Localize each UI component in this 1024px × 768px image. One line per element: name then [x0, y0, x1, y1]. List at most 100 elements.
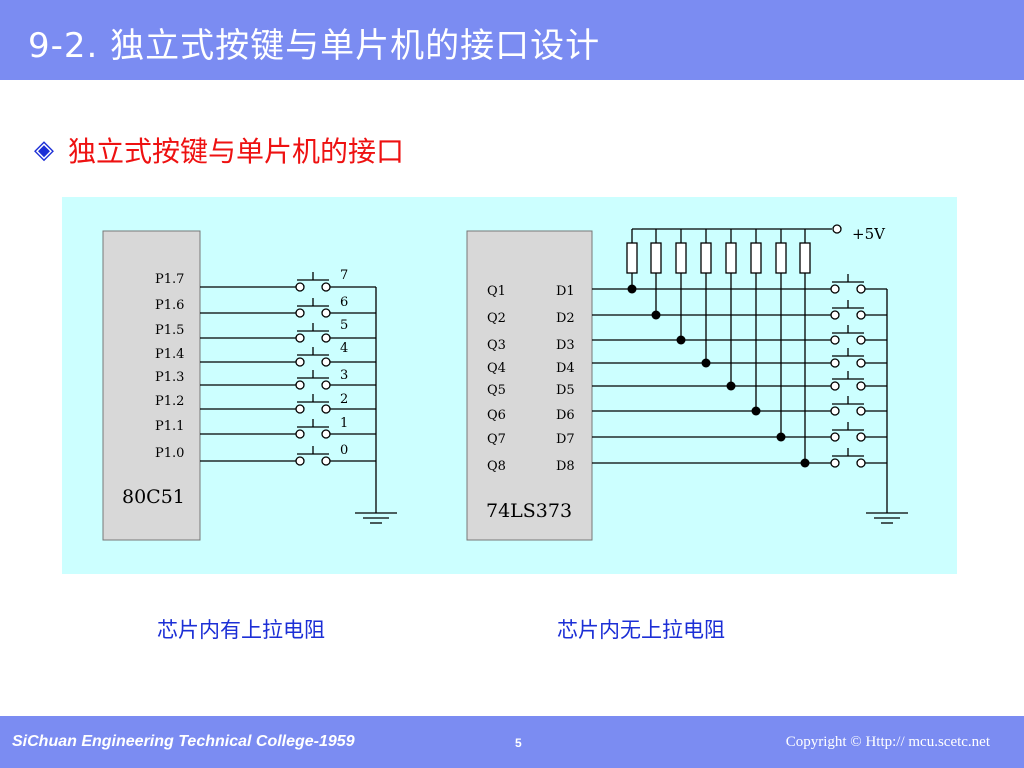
key-contact-right: [856, 335, 866, 345]
footer-college: SiChuan Engineering Technical College-19…: [12, 733, 355, 750]
junction-dot: [676, 335, 686, 345]
key-switch: [295, 323, 331, 343]
resistor-body: [626, 242, 638, 274]
junction-dot: [726, 381, 736, 391]
key-switch: [295, 347, 331, 367]
key-contact-right: [856, 458, 866, 468]
d-pin-label: D5: [556, 383, 575, 398]
key-contact-right: [856, 432, 866, 442]
key-contact-right: [321, 456, 331, 466]
key-number: 1: [340, 416, 348, 431]
key-number: 7: [340, 268, 348, 283]
resistor-body: [799, 242, 811, 274]
d-pin-label: D3: [556, 338, 575, 353]
key-contact-right: [321, 308, 331, 318]
title-bar: 9-2. 独立式按键与单片机的接口设计: [0, 0, 1024, 80]
q-pin-label: Q6: [487, 408, 506, 423]
bullet-heading: ◈ 独立式按键与单片机的接口: [34, 130, 404, 170]
d-pin-label: D7: [556, 432, 575, 447]
key-contact-left: [830, 458, 840, 468]
key-contact-right: [856, 358, 866, 368]
resistor-body: [675, 242, 687, 274]
circuit-diagram: 80C51 P1.7P1.6P1.5P1.4P1.3P1.2P1.1P1.0 7…: [62, 197, 957, 574]
key-switch: [830, 300, 866, 320]
ground-symbol-right: [866, 512, 908, 524]
key-number: 4: [340, 341, 348, 356]
resistor-body: [700, 242, 712, 274]
diamond-bullet-icon: ◈: [34, 135, 54, 165]
key-contact-left: [830, 406, 840, 416]
pin-label: P1.1: [155, 419, 184, 434]
key-contact-left: [830, 381, 840, 391]
key-contact-left: [295, 404, 305, 414]
left-wires: [200, 286, 377, 513]
key-switch: [830, 448, 866, 468]
key-contact-left: [295, 357, 305, 367]
q-pin-label: Q7: [487, 432, 506, 447]
key-contact-left: [830, 310, 840, 320]
key-switch: [295, 298, 331, 318]
chip-74ls373-label: 74LS373: [486, 500, 572, 522]
key-contact-left: [295, 380, 305, 390]
key-contact-right: [856, 310, 866, 320]
supply-label: +5V: [852, 225, 886, 243]
q-pin-label: Q1: [487, 284, 506, 299]
right-keys: [830, 274, 866, 468]
pin-label: P1.7: [155, 272, 184, 287]
resistor-body: [775, 242, 787, 274]
page-number: 5: [515, 736, 522, 750]
key-number: 2: [340, 392, 348, 407]
key-number: 5: [340, 318, 348, 333]
bullet-text: 独立式按键与单片机的接口: [68, 135, 405, 168]
key-switch: [830, 274, 866, 294]
key-contact-right: [856, 284, 866, 294]
d-pin-label: D1: [556, 284, 575, 299]
key-switch: [295, 272, 331, 292]
ground-symbol-left: [355, 512, 397, 524]
key-switch: [830, 325, 866, 345]
key-contact-left: [830, 358, 840, 368]
key-contact-right: [321, 357, 331, 367]
key-contact-right: [321, 282, 331, 292]
d-pin-label: D8: [556, 459, 575, 474]
junction-dot: [751, 406, 761, 416]
junction-dot: [627, 284, 637, 294]
key-contact-left: [830, 284, 840, 294]
key-switch: [295, 394, 331, 414]
key-contact-left: [295, 456, 305, 466]
key-switch: [830, 348, 866, 368]
junction-dot: [651, 310, 661, 320]
resistor-body: [725, 242, 737, 274]
key-contact-right: [321, 404, 331, 414]
key-contact-right: [856, 406, 866, 416]
q-pin-label: Q8: [487, 459, 506, 474]
junction-dot: [800, 458, 810, 468]
key-contact-left: [830, 335, 840, 345]
key-contact-left: [295, 282, 305, 292]
caption-right: 芯片内无上拉电阻: [557, 618, 725, 642]
key-switch: [295, 419, 331, 439]
left-pin-labels: P1.7P1.6P1.5P1.4P1.3P1.2P1.1P1.0: [155, 272, 184, 461]
key-number: 6: [340, 295, 348, 310]
q-pin-label: Q4: [487, 361, 506, 376]
key-switch: [295, 446, 331, 466]
q-pin-label: Q3: [487, 338, 506, 353]
key-contact-left: [295, 333, 305, 343]
key-switch: [830, 371, 866, 391]
page-title: 9-2. 独立式按键与单片机的接口设计: [28, 26, 601, 66]
pull-up-resistors: [626, 229, 811, 468]
d-pin-label: D4: [556, 361, 575, 376]
pin-label: P1.2: [155, 394, 184, 409]
key-contact-right: [321, 333, 331, 343]
q-pin-label: Q2: [487, 311, 506, 326]
resistor-body: [650, 242, 662, 274]
pin-label: P1.0: [155, 446, 184, 461]
key-contact-right: [321, 429, 331, 439]
left-key-numbers: 7 6 5 4 3 2 1 0: [340, 268, 348, 458]
pin-label: P1.6: [155, 298, 184, 313]
key-number: 3: [340, 368, 348, 383]
key-number: 0: [340, 443, 348, 458]
key-contact-left: [295, 308, 305, 318]
